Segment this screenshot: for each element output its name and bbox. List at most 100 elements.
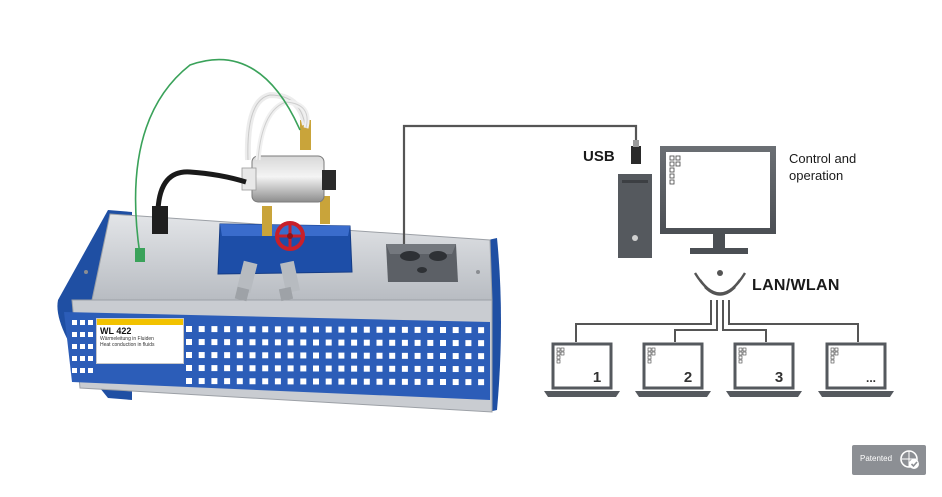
vent-square: [338, 339, 345, 346]
vent-square: [72, 368, 77, 373]
vent-square: [376, 378, 383, 385]
vent-square: [211, 352, 218, 359]
vent-square: [211, 326, 218, 333]
vent-square: [287, 352, 294, 359]
vent-square: [338, 365, 345, 372]
vent-square: [465, 327, 472, 334]
vent-square: [236, 326, 243, 333]
outlet-fitting-left: [236, 260, 258, 294]
vent-square: [452, 327, 459, 334]
laptop-number: 1: [593, 369, 601, 386]
vent-square: [80, 332, 85, 337]
vent-square: [478, 327, 485, 334]
vent-square: [211, 365, 218, 372]
vent-square: [88, 332, 93, 337]
vent-square: [211, 378, 218, 385]
laptop-group: 1 2 3...: [544, 342, 894, 397]
vent-square: [249, 339, 256, 346]
vent-square: [287, 378, 294, 385]
vent-square: [236, 352, 243, 359]
vent-square: [338, 326, 345, 333]
conduction-cell: [251, 155, 325, 203]
outlet-fitting-right: [280, 260, 300, 294]
vent-square: [262, 378, 269, 385]
vent-square: [452, 366, 459, 373]
vent-square: [440, 366, 446, 372]
brass-fitting-top: [300, 120, 311, 150]
vent-square: [325, 365, 332, 372]
vent-square: [300, 326, 307, 333]
vent-square: [313, 326, 319, 333]
vent-square: [351, 365, 358, 372]
vent-square: [186, 339, 192, 345]
sensor-connector: [135, 248, 145, 262]
vent-square: [274, 339, 281, 346]
vent-square: [262, 352, 269, 359]
vent-square: [363, 365, 370, 372]
vent-square: [338, 378, 345, 385]
app-grid-icon: [647, 347, 656, 364]
wifi-icon: [693, 270, 747, 296]
vent-square: [389, 339, 396, 346]
vent-square: [300, 365, 307, 372]
vent-square: [351, 378, 358, 385]
laptop-number: ...: [866, 371, 876, 385]
laptop-number: 2: [684, 369, 692, 386]
laptop-base: [544, 391, 620, 397]
vent-square: [351, 352, 358, 359]
vent-square: [300, 378, 307, 385]
vent-square: [414, 378, 421, 385]
panel-vent-grid: [72, 320, 485, 386]
vent-square: [440, 379, 446, 385]
vent-square: [440, 327, 446, 333]
vent-square: [478, 366, 485, 373]
vent-square: [198, 339, 205, 346]
vent-square: [401, 339, 408, 346]
vent-square: [376, 365, 383, 372]
model-subtitle-en: Heat conduction in fluids: [100, 342, 155, 348]
vent-square: [224, 339, 231, 346]
vent-square: [414, 352, 421, 359]
vent-square: [211, 339, 218, 346]
vent-square: [224, 326, 231, 333]
vent-square: [376, 352, 383, 359]
vent-square: [249, 378, 256, 385]
laptop-base: [818, 391, 894, 397]
vent-square: [478, 379, 485, 386]
vent-square: [440, 353, 446, 359]
vent-square: [186, 326, 192, 332]
app-grid-icon: [830, 347, 839, 364]
vent-square: [363, 326, 370, 333]
vent-square: [198, 378, 205, 385]
vent-square: [427, 326, 434, 333]
vent-square: [325, 378, 332, 385]
vent-square: [262, 339, 269, 346]
vent-square: [313, 365, 319, 372]
vent-square: [224, 378, 231, 385]
vent-square: [262, 365, 269, 372]
usb-cable: [402, 124, 638, 244]
vent-square: [274, 365, 281, 372]
vent-square: [287, 365, 294, 372]
laptop-number: 3: [775, 369, 783, 386]
vent-square: [427, 339, 434, 346]
laptop-3: 3: [726, 342, 802, 397]
vent-square: [88, 356, 93, 361]
brass-fitting-left: [262, 206, 272, 236]
vent-square: [389, 352, 396, 359]
vent-square: [465, 379, 472, 386]
vent-square: [249, 352, 256, 359]
laptop-screen: [825, 342, 887, 390]
vent-square: [325, 352, 332, 359]
laptop-2: 2: [635, 342, 711, 397]
vent-square: [236, 365, 243, 372]
vent-square: [262, 326, 269, 333]
black-connector: [152, 206, 168, 234]
vent-square: [274, 352, 281, 359]
adapter-block: [386, 244, 458, 282]
vent-square: [236, 339, 243, 346]
app-grid-icon: [669, 155, 681, 185]
vent-square: [274, 326, 281, 333]
valve-handwheel: [275, 221, 305, 251]
